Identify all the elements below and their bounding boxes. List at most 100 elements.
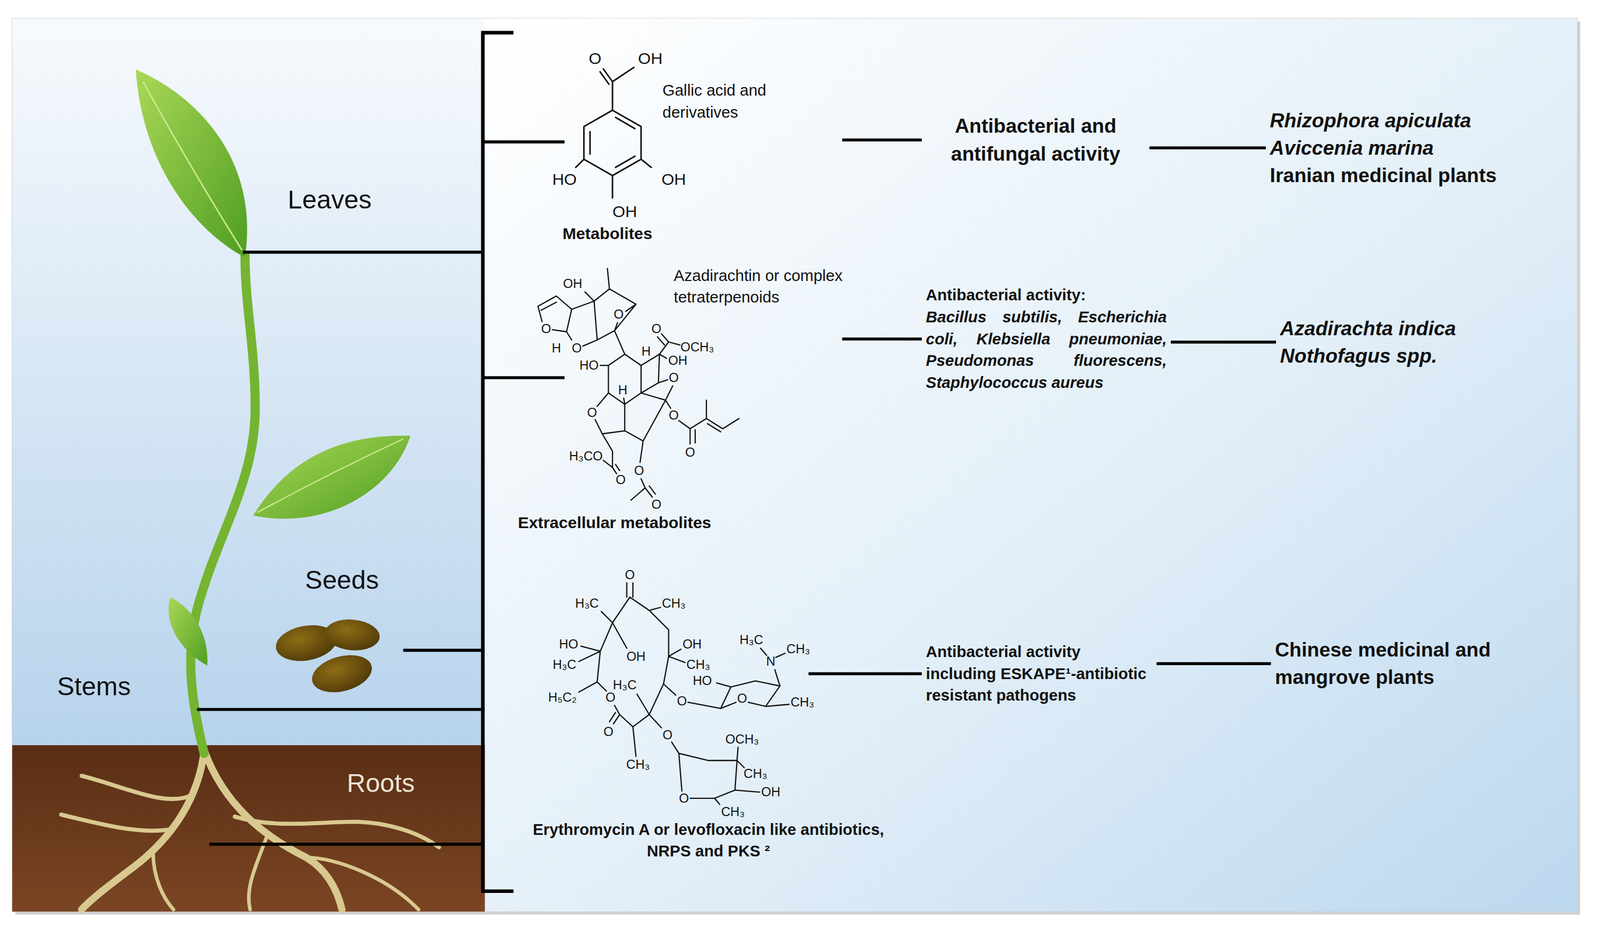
compound-block: Erythromycin A or levofloxacin like anti… (510, 563, 809, 817)
atom-label: CH₃ (786, 643, 811, 657)
atom-label: O (613, 307, 624, 321)
atom-label: O (662, 728, 673, 742)
atom-label: OCH₃ (680, 340, 714, 354)
atom-label: H₃CO (568, 449, 603, 463)
atom-label: O (685, 445, 695, 459)
leader-lines (402, 648, 483, 652)
plant-part-label: Stems (56, 673, 131, 699)
plant-roots (204, 750, 342, 910)
atom-label: HO (579, 358, 599, 372)
atom-label: HO (558, 637, 579, 651)
atom-label: OH (626, 650, 646, 663)
plant-source: Nothofagus spp. (1280, 342, 1438, 370)
activity-block: Antibacterial activity including ESKAPE¹… (921, 637, 1157, 711)
leader-lines (483, 140, 565, 144)
compound-name: Erythromycin A or levofloxacin like anti… (519, 818, 898, 863)
compound-name: Gallic acid and derivatives (662, 79, 773, 124)
atom-label: H₃C (739, 633, 763, 647)
atom-label: O (737, 692, 747, 705)
plant-roots (153, 852, 174, 910)
leader-lines (483, 376, 565, 380)
atom-label: O (605, 690, 616, 704)
compound-block: Azadirachtin or complex tetraterpenoidsE… (525, 308, 843, 511)
connector-line (842, 138, 922, 142)
atom-label: O (541, 322, 551, 336)
atom-label: O (651, 322, 661, 336)
atom-label: O (651, 498, 661, 511)
atom-label: OH (612, 203, 638, 220)
plant-part-label: Roots (346, 769, 415, 796)
activity-text: Antibacterial activity: (925, 284, 1086, 307)
connector-line (1149, 146, 1266, 150)
plant-roots (61, 750, 439, 910)
activity-block: Antibacterial and antifungal activity (921, 108, 1150, 172)
compound-block: Gallic acid and derivativesMetabolites (551, 46, 843, 222)
leader-lines (208, 842, 483, 846)
frame (12, 18, 486, 746)
atom-label: O (679, 791, 689, 805)
source-block: Rhizophora apiculataAviccenia marinaIran… (1265, 102, 1501, 194)
plant-source: Chinese medicinal and mangrove plants (1274, 636, 1531, 691)
atom-label: H₅C₂ (548, 690, 577, 704)
seeds (323, 617, 381, 653)
atom-label: O (615, 473, 626, 487)
atom-label: CH₃ (790, 695, 814, 709)
plant-roots (248, 834, 268, 910)
atom-label: HO (552, 170, 578, 187)
atom-label: CH₃ (686, 658, 711, 672)
atom-label: OH (661, 170, 687, 187)
plant-source: Iranian medicinal plants (1270, 161, 1497, 190)
atom-label: HO (692, 674, 712, 688)
plant-source: Rhizophora apiculata (1270, 106, 1472, 135)
bracket (483, 32, 514, 892)
compound-name: Azadirachtin or complex tetraterpenoids (673, 264, 878, 309)
atom-label: H (551, 341, 561, 355)
atom-label: O (668, 371, 679, 385)
seeds (307, 649, 377, 699)
atom-label: O (587, 406, 597, 420)
plant-shoot (190, 255, 256, 754)
atom-label: H₃C (575, 596, 600, 610)
atom-label: O (633, 464, 644, 478)
atom-label: H₃C (613, 678, 637, 692)
atom-label: CH₃ (721, 805, 745, 819)
seeds (272, 617, 381, 699)
atom-label: H (641, 344, 651, 358)
plant-roots (306, 857, 419, 910)
atom-label: O (603, 725, 614, 739)
plant-part-label: Seeds (305, 566, 379, 593)
activity-block: Antibacterial activity:Bacillus subtilis… (921, 280, 1172, 398)
activity-text: Antibacterial and antifungal activity (925, 112, 1146, 168)
plant-shoot (168, 597, 208, 666)
frame (12, 18, 1578, 912)
leader-lines (197, 141, 565, 845)
atom-label: OH (761, 786, 781, 799)
plant-source: Azadirachta indica (1280, 314, 1457, 343)
frame (12, 18, 1581, 915)
atom-label: OCH₃ (725, 732, 759, 746)
soil (12, 745, 486, 912)
atom-label: CH₃ (743, 767, 768, 781)
connector-line (1170, 340, 1277, 344)
source-block: Chinese medicinal and mangrove plants (1271, 632, 1535, 696)
plant-shoot (135, 69, 411, 754)
plant-shoot (253, 435, 411, 520)
plant-roots (61, 814, 174, 831)
atom-label: OH (682, 637, 702, 651)
erythromycin-structure (578, 582, 789, 805)
atom-label: O (668, 408, 679, 422)
connector-line (842, 337, 922, 341)
atom-label: OH (668, 354, 688, 367)
atom-label: OH (638, 49, 663, 67)
gallic-acid-structure (575, 67, 652, 198)
leader-lines (197, 708, 484, 712)
atom-label: CH₃ (626, 758, 651, 771)
atom-label: O (571, 341, 582, 355)
plant-roots (81, 775, 189, 799)
activity-text: Antibacterial activity including ESKAPE¹… (925, 640, 1153, 707)
plant-part-label: Leaves (287, 185, 372, 212)
frame (484, 18, 1577, 912)
connector-line (1156, 661, 1272, 666)
atom-label: H₃C (552, 658, 577, 672)
atom-label: H (617, 383, 627, 397)
